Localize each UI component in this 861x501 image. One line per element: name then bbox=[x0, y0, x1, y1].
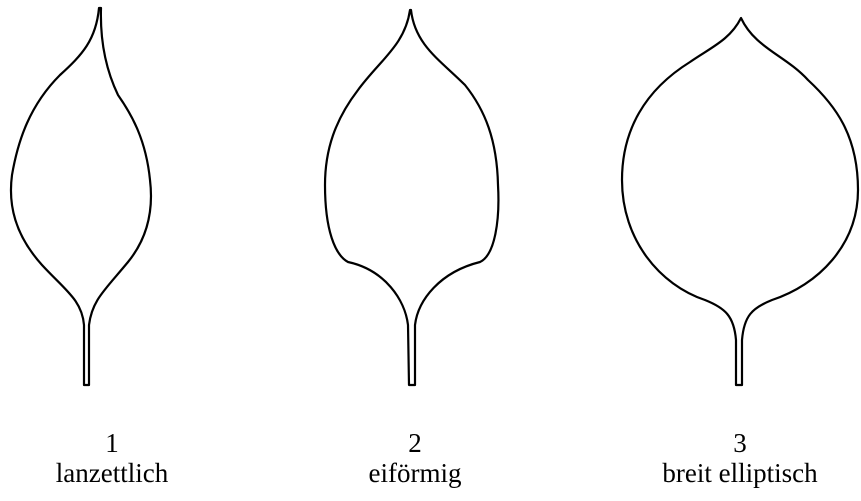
leaf-outline-ovate bbox=[325, 10, 498, 385]
leaf-3-label: breit elliptisch bbox=[620, 458, 860, 488]
leaf-outline-lanceolate bbox=[11, 8, 151, 385]
leaf-3-number: 3 bbox=[620, 428, 860, 458]
leaf-outline-broadly-elliptic bbox=[622, 18, 858, 385]
leaf-1-number: 1 bbox=[0, 428, 232, 458]
leaf-1-label: lanzettlich bbox=[0, 458, 232, 488]
leaf-2-label: eiförmig bbox=[295, 458, 535, 488]
caption-leaf-3: 3 breit elliptisch bbox=[620, 428, 860, 488]
leaf-2-number: 2 bbox=[295, 428, 535, 458]
caption-leaf-2: 2 eiförmig bbox=[295, 428, 535, 488]
caption-leaf-1: 1 lanzettlich bbox=[0, 428, 232, 488]
